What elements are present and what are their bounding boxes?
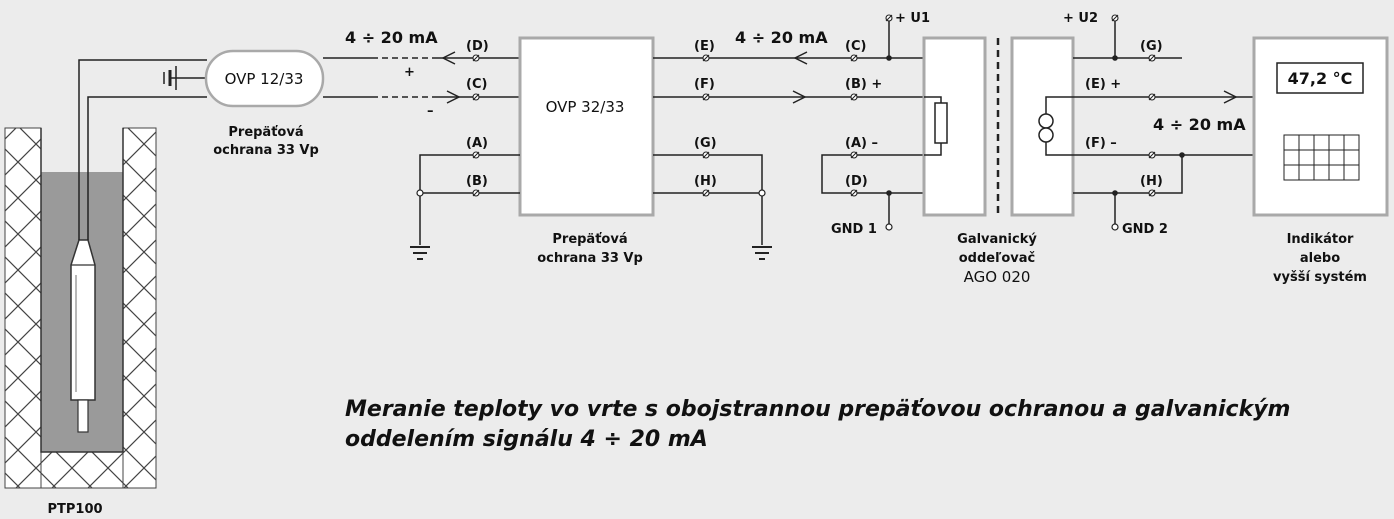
terminal-ovp2-h: (H) (694, 174, 717, 189)
terminal-iso-f: (F) – (1085, 136, 1117, 151)
signal-loop1: 4 ÷ 20 mA (345, 28, 438, 47)
ovp2-caption-1: Prepäťová (552, 232, 627, 247)
arrow-right-c (446, 90, 461, 104)
terminal-ovp2-a: (A) (466, 136, 488, 151)
arrow-left-e (793, 51, 808, 65)
resistor-symbol (924, 96, 948, 156)
terminal-screw-slash (1111, 14, 1119, 22)
signal-loop2: 4 ÷ 20 mA (735, 28, 828, 47)
ovp2-label: OVP 32/33 (546, 98, 625, 116)
terminal-iso-d: (D) (845, 174, 868, 189)
probe-ptp100 (70, 239, 96, 433)
terminal-screw-slash (850, 151, 858, 159)
terminal-ovp2-b: (B) (466, 174, 488, 189)
terminal-iso-c: (C) (845, 39, 866, 54)
supply-gnd1: GND 1 (831, 222, 877, 237)
terminal-screw-slash (1148, 93, 1156, 101)
terminal-screws (472, 14, 1156, 197)
terminal-screw-slash (702, 93, 710, 101)
terminal-screw-slash (472, 93, 480, 101)
ovp2-left-ground-wiring (419, 154, 520, 245)
gnd1-terminal (885, 223, 893, 231)
sensor-label: PTP100 (47, 502, 102, 517)
terminal-screw-slash (472, 54, 480, 62)
terminal-screw-slash (1148, 54, 1156, 62)
arrow-right-f (792, 90, 807, 104)
arrow-left-d (441, 51, 456, 65)
terminal-screw-slash (885, 14, 893, 22)
indicator-caption-3: vyšší systém (1273, 270, 1367, 285)
terminal-screw-slash (472, 151, 480, 159)
node-gnd2 (1112, 190, 1118, 196)
terminal-ovp2-g: (G) (694, 136, 717, 151)
terminal-screw-slash (1148, 151, 1156, 159)
terminal-ovp2-f: (F) (694, 77, 715, 92)
terminal-screw-slash (702, 189, 710, 197)
probe-cable (78, 59, 207, 240)
description-line-1: Meranie teploty vo vrte s obojstrannou p… (345, 397, 1290, 422)
ground-symbol-left (410, 246, 430, 260)
node-left-ground (416, 189, 424, 197)
ovp2-right-ground-wiring (653, 154, 763, 245)
indicator-caption-1: Indikátor (1287, 232, 1354, 247)
supply-u2: + U2 (1063, 11, 1098, 26)
polarity-minus-1: – (427, 104, 434, 119)
ovp1-caption-2: ochrana 33 Vp (213, 143, 319, 158)
indicator-display-value: 47,2 °C (1288, 69, 1353, 88)
ovp2-output-lines (653, 57, 924, 98)
indicator-display (1276, 62, 1364, 94)
ovp1-caption-1: Prepäťová (228, 125, 303, 140)
polarity-plus-1: + (404, 65, 415, 80)
node-u2 (1112, 55, 1118, 61)
ovp2-box (518, 36, 655, 217)
terminal-screw-slash (702, 54, 710, 62)
description-line-2: oddelením signálu 4 ÷ 20 mA (345, 427, 708, 452)
ovp2-caption-2: ochrana 33 Vp (537, 251, 643, 266)
terminal-screw-slash (850, 189, 858, 197)
node-gnd1 (886, 190, 892, 196)
ovp1-label: OVP 12/33 (225, 70, 304, 88)
isolator-output-lines (1073, 96, 1254, 224)
terminal-ovp2-d: (D) (466, 39, 489, 54)
terminal-iso-g: (G) (1140, 39, 1163, 54)
terminal-screw-slash (702, 151, 710, 159)
indicator-keypad-grid (1283, 134, 1360, 181)
terminal-iso-a: (A) – (845, 136, 878, 151)
isolator-caption-1: Galvanický (957, 232, 1037, 247)
ovp1-box (204, 49, 325, 108)
node-out-f (1179, 152, 1185, 158)
supply-gnd2: GND 2 (1122, 222, 1168, 237)
signal-loop3: 4 ÷ 20 mA (1153, 115, 1246, 134)
terminal-screw-slash (850, 93, 858, 101)
node-u1 (886, 55, 892, 61)
isolator-input-box (922, 36, 987, 217)
earth-symbol-ovp1 (163, 66, 207, 90)
ground-symbol-right (752, 246, 772, 260)
gnd2-terminal (1111, 223, 1119, 231)
isolator-input-loop (821, 154, 924, 224)
indicator-caption-2: alebo (1300, 251, 1340, 266)
arrow-right-out (1223, 90, 1238, 104)
terminal-ovp2-c: (C) (466, 77, 487, 92)
node-right-ground (758, 189, 766, 197)
ovp1-output-lines (323, 57, 520, 98)
isolator-caption-3: AGO 020 (964, 268, 1031, 286)
terminal-ovp2-e: (E) (694, 39, 715, 54)
terminal-iso-h: (H) (1140, 174, 1163, 189)
isolator-caption-2: oddeľovač (959, 251, 1035, 266)
terminal-screw-slash (472, 189, 480, 197)
terminal-iso-b: (B) + (845, 77, 882, 92)
supply-u1: + U1 (895, 11, 930, 26)
terminal-screw-slash (1148, 189, 1156, 197)
current-source-symbol (1038, 96, 1073, 156)
terminal-screw-slash (850, 54, 858, 62)
terminal-iso-e: (E) + (1085, 77, 1121, 92)
